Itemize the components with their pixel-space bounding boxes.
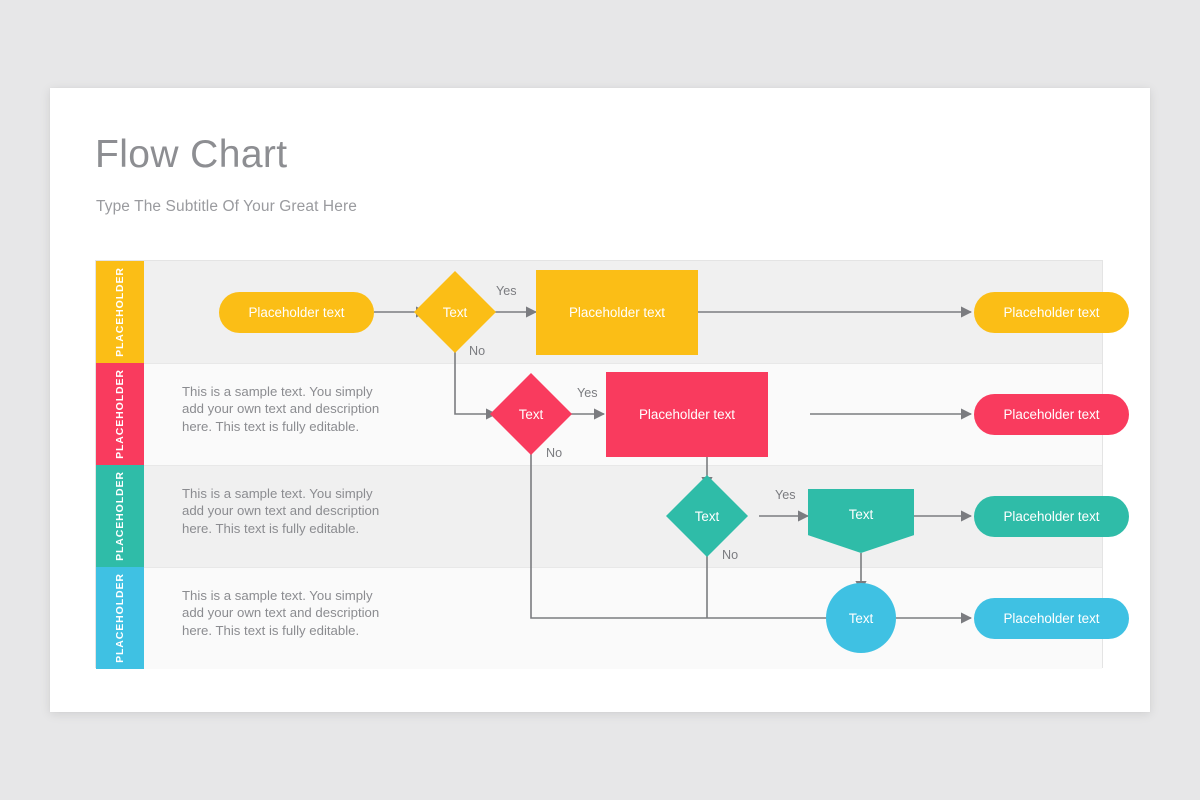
node-r4-process-circle[interactable]: Text: [826, 583, 896, 653]
lane-tag-label-1: PLACEHOLDER: [114, 267, 127, 357]
lane-tag-label-2: PLACEHOLDER: [114, 369, 127, 459]
lane-tag-4[interactable]: PLACEHOLDER: [96, 567, 144, 669]
flowchart-swimlane-table: PLACEHOLDER PLACEHOLDER This is a sample…: [95, 260, 1129, 669]
node-label: Placeholder text: [638, 407, 736, 422]
row-divider: [96, 363, 1102, 364]
node-r1-end-pill[interactable]: Placeholder text: [974, 292, 1129, 333]
node-label: Placeholder text: [248, 305, 345, 320]
lane-tag-label-3: PLACEHOLDER: [114, 471, 127, 561]
node-r3-end-pill[interactable]: Placeholder text: [974, 496, 1129, 537]
node-label: Placeholder text: [1003, 509, 1100, 524]
row-divider: [96, 465, 1102, 466]
node-label: Placeholder text: [568, 305, 666, 320]
swimlane-row-3: PLACEHOLDER This is a sample text. You s…: [96, 465, 1102, 567]
node-r2-process-rect[interactable]: Placeholder text: [606, 372, 768, 457]
lane-description-4: This is a sample text. You simply add yo…: [182, 588, 380, 638]
edge-label-r3-no: No: [722, 548, 739, 562]
edge-label-r1-no: No: [469, 344, 486, 358]
swimlane-row-2: PLACEHOLDER This is a sample text. You s…: [96, 363, 1102, 465]
row-divider: [96, 567, 1102, 568]
node-r3-decision[interactable]: Text: [665, 474, 749, 558]
lane-tag-1[interactable]: PLACEHOLDER: [96, 261, 144, 363]
page-subtitle: Type The Subtitle Of Your Great Here: [96, 198, 357, 215]
edge-label-r2-yes: Yes: [577, 386, 598, 400]
node-r1-start-pill[interactable]: Placeholder text: [219, 292, 374, 333]
lane-tag-3[interactable]: PLACEHOLDER: [96, 465, 144, 567]
slide-canvas: Flow Chart Type The Subtitle Of Your Gre…: [50, 88, 1150, 712]
edge-label-r3-yes: Yes: [775, 488, 796, 502]
node-r1-decision[interactable]: Text: [413, 270, 497, 354]
node-label: Text: [848, 610, 874, 626]
node-label: Text: [518, 406, 544, 422]
node-r4-end-pill[interactable]: Placeholder text: [974, 598, 1129, 639]
node-label: Text: [694, 508, 720, 524]
node-r1-process-rect[interactable]: Placeholder text: [536, 270, 698, 355]
node-r2-decision[interactable]: Text: [489, 372, 573, 456]
page-title: Flow Chart: [95, 133, 288, 176]
lane-tag-label-4: PLACEHOLDER: [114, 573, 127, 663]
lane-description-3: This is a sample text. You simply add yo…: [182, 486, 380, 536]
swimlane-row-4: PLACEHOLDER This is a sample text. You s…: [96, 567, 1102, 669]
node-label: Text: [848, 507, 874, 522]
lane-tag-2[interactable]: PLACEHOLDER: [96, 363, 144, 465]
node-label: Placeholder text: [1003, 407, 1100, 422]
node-r2-end-pill[interactable]: Placeholder text: [974, 394, 1129, 435]
edge-label-r1-yes: Yes: [496, 284, 517, 298]
edge-label-r2-no: No: [546, 446, 563, 460]
node-label: Placeholder text: [1003, 611, 1100, 626]
lane-description-2: This is a sample text. You simply add yo…: [182, 384, 380, 434]
node-label: Placeholder text: [1003, 305, 1100, 320]
node-label: Text: [442, 304, 468, 320]
